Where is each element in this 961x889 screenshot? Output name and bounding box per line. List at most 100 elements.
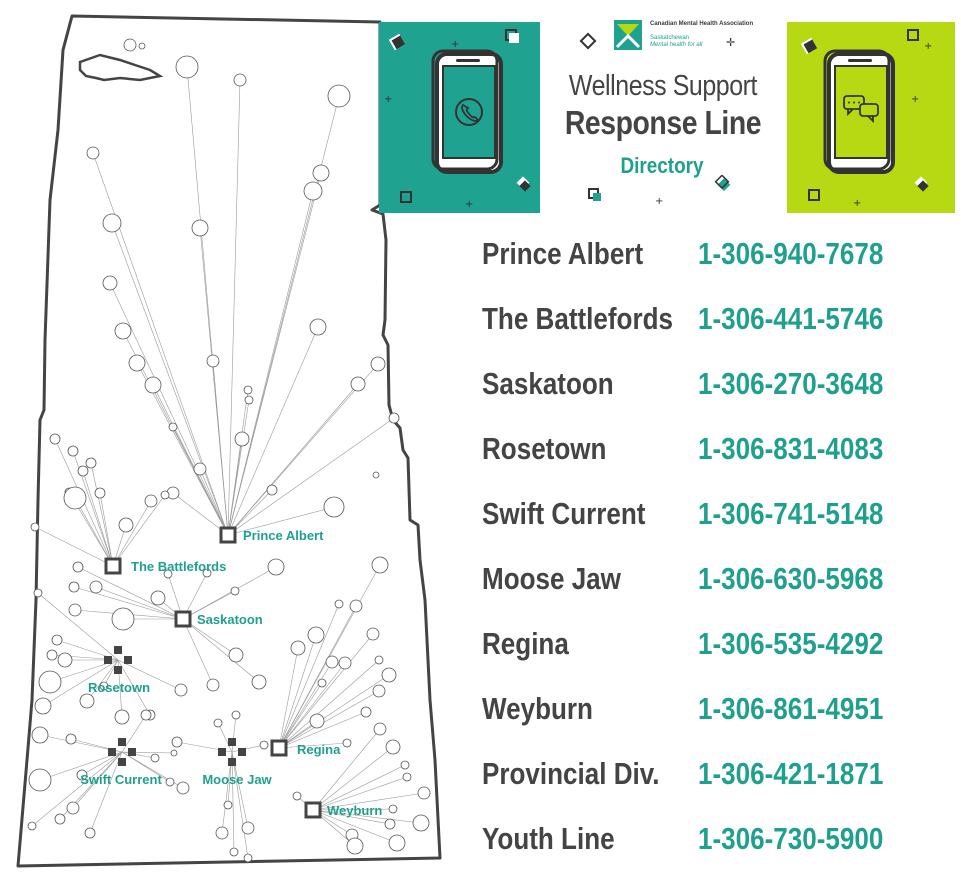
community-dot [381,667,397,683]
community-dot [388,834,406,852]
community-dot [244,395,254,405]
connector-line [42,659,119,707]
community-dot [206,678,220,692]
directory-phone[interactable]: 1-306-741-5148 [698,496,884,531]
connector-line [117,659,151,716]
connector-line [227,363,379,536]
connector-line [227,417,395,536]
community-dot [49,433,61,445]
chat-bubbles-icon [843,95,879,124]
community-dot [372,684,386,698]
connector-line [278,662,346,749]
connector-line [86,659,119,702]
connector-line [82,470,114,567]
directory-phone[interactable]: 1-306-861-4951 [698,691,884,726]
directory-row: Regina 1-306-535-4292 [482,626,952,666]
community-dot [309,713,325,729]
directory-phone[interactable]: 1-306-630-5968 [698,561,884,596]
community-dot [72,561,84,573]
connector-line [278,690,380,749]
connector-line [73,586,184,620]
community-dot [309,318,327,336]
community-dot [372,471,380,479]
community-dot [170,749,178,757]
connector-line [278,605,357,749]
connector-line [227,438,243,536]
community-dot [342,738,352,748]
directory-row: Provincial Div. 1-306-421-1871 [482,756,952,796]
connector-line [227,326,319,536]
logo-tagline: Mental health for all [650,42,703,48]
connector-line [89,751,123,834]
community-dot [94,487,106,499]
community-dot [231,710,241,720]
community-dot [206,354,220,368]
community-dot [230,586,240,596]
community-dot [346,837,364,855]
connector-line [109,282,229,536]
connector-line [212,360,229,536]
directory-location: Regina [482,626,569,661]
community-dot [215,826,229,840]
connector-line [278,633,374,749]
directory-location: The Battlefords [482,301,673,336]
connector-line [95,586,184,620]
community-dot [243,853,253,863]
connector-line [199,468,229,536]
community-dot [338,656,352,670]
connector-line [121,751,156,759]
directory-phone[interactable]: 1-306-831-4083 [698,431,884,466]
directory-row: Swift Current 1-306-741-5148 [482,496,952,536]
connector-line [77,566,184,620]
hub-marker [104,557,122,575]
hub-cross-marker [104,646,132,674]
community-dot [233,73,247,87]
city-label: Moose Jaw [202,772,272,787]
directory-phone[interactable]: 1-306-441-5746 [698,301,884,336]
community-dot [267,558,285,576]
connector-line [312,792,425,811]
community-dot [102,275,118,291]
connector-line [34,526,114,567]
directory-phone[interactable]: 1-306-535-4292 [698,626,884,661]
hub-marker [219,526,237,544]
connector-line [227,172,322,536]
city-label: Regina [297,742,341,757]
community-dot [371,556,389,574]
community-dot [303,181,323,201]
connector-line [72,751,123,809]
community-dot [334,599,344,609]
directory-phone[interactable]: 1-306-730-5900 [698,821,884,856]
connector-line [278,674,390,749]
community-dot [234,431,250,447]
directory-phone[interactable]: 1-306-421-1871 [698,756,884,791]
hub-marker [304,801,322,819]
connector-line [312,808,394,811]
connector-line [278,661,333,749]
directory-phone[interactable]: 1-306-940-7678 [698,236,884,271]
community-dot [57,652,73,668]
community-dot [223,800,233,810]
community-dot [349,599,363,613]
logo-org-name: Canadian Mental Health Association [650,21,754,27]
community-dot [111,607,135,631]
city-label: Rosetown [88,680,150,695]
community-dot [165,777,175,787]
directory-phone[interactable]: 1-306-270-3648 [698,366,884,401]
community-dot [384,818,396,830]
community-dot [54,813,66,825]
svg-text:+: + [451,39,459,50]
connector-line [312,746,394,811]
city-label: Weyburn [327,803,382,818]
community-dot [266,484,278,496]
community-dot [89,580,103,594]
community-dot [251,674,267,690]
community-dot [374,655,384,665]
community-dot [176,781,190,795]
connector-line [172,426,229,536]
directory-row: The Battlefords 1-306-441-5746 [482,301,952,341]
connector-line [112,494,166,567]
connector-line [312,764,406,811]
community-dot [259,740,269,750]
community-dot [388,804,398,814]
